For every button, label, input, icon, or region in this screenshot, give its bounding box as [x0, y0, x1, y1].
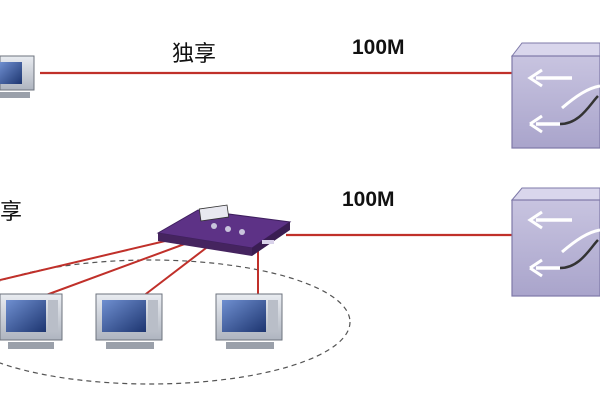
bottom-bandwidth-label: 100M	[342, 188, 395, 211]
hub-link-3	[137, 244, 211, 301]
client-computer-2-icon	[95, 293, 163, 349]
client-computer-3-icon	[215, 293, 283, 349]
top-switch-icon	[510, 42, 600, 149]
bottom-link-label: 享	[0, 200, 23, 225]
hub-icon	[156, 204, 292, 256]
top-bandwidth-label: 100M	[352, 36, 405, 59]
hub-link-1	[0, 237, 179, 281]
top-computer-icon	[0, 55, 35, 98]
lan-group-boundary	[0, 259, 351, 385]
hub-link-2	[37, 241, 191, 299]
bottom-switch-icon	[510, 187, 600, 297]
top-link-label: 独享	[172, 42, 217, 67]
client-computer-1-icon	[0, 293, 63, 349]
